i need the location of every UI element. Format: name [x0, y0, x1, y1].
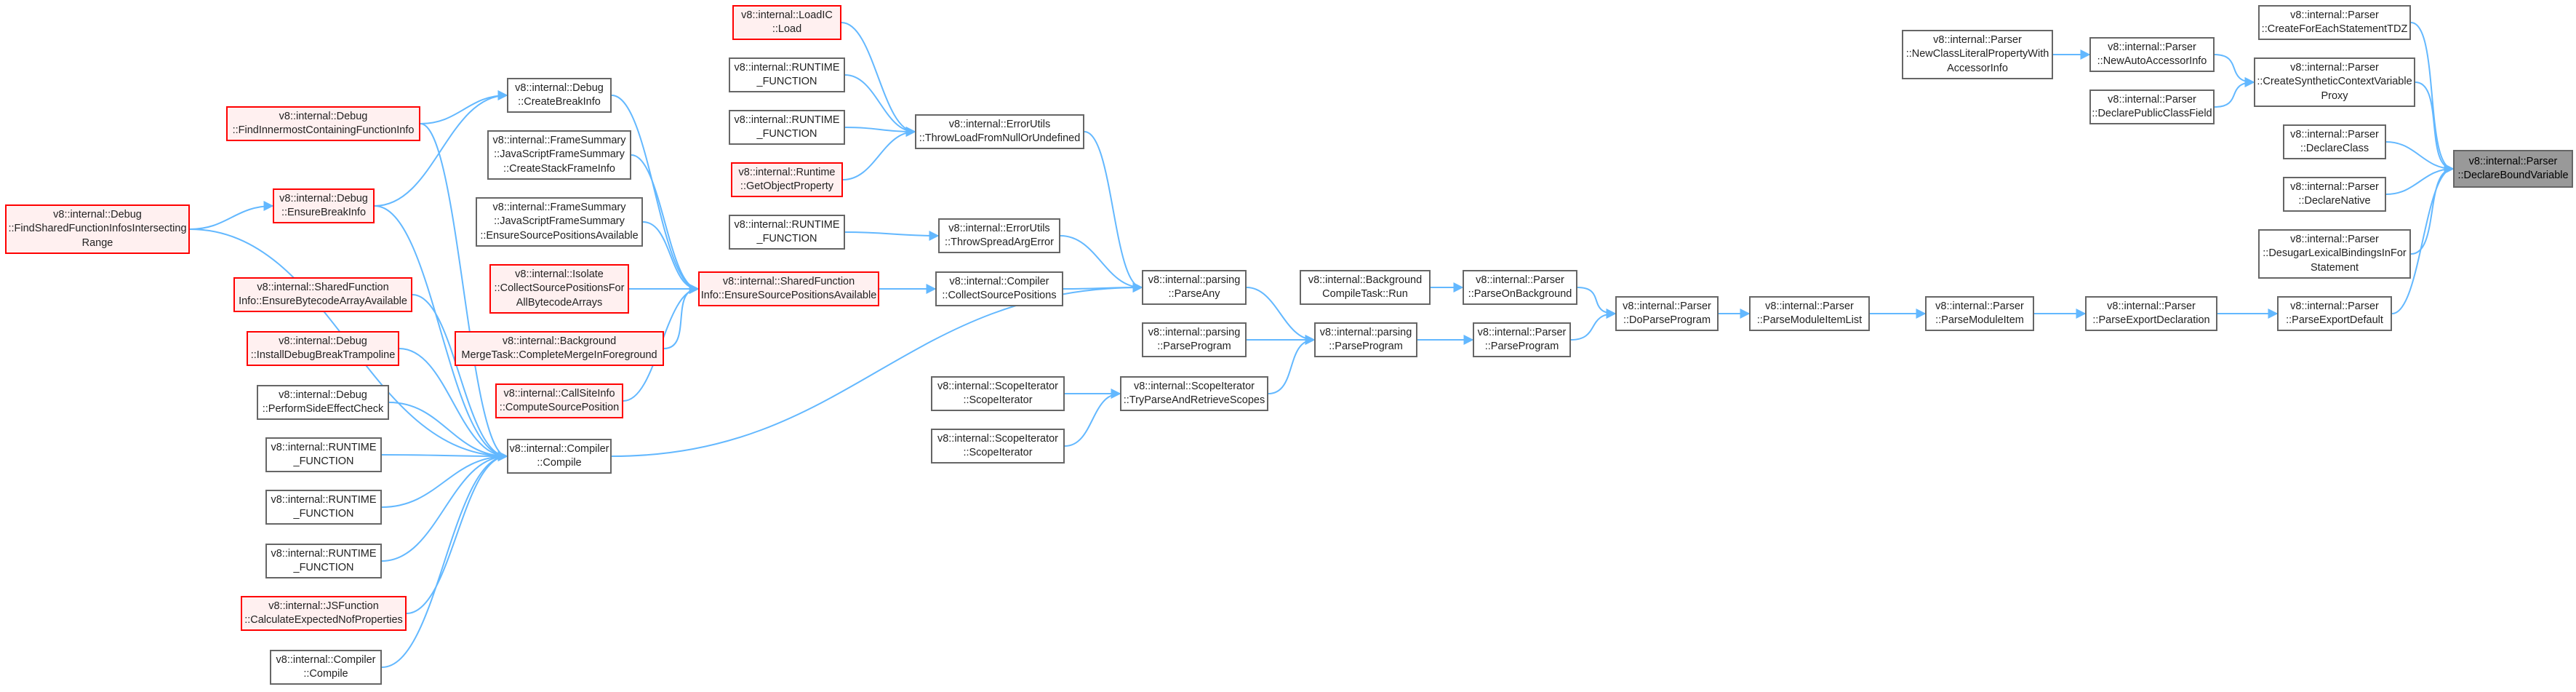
node-background-compile-task-run[interactable]: v8::internal::Background CompileTask::Ru…: [1300, 270, 1431, 305]
edge-ped-to-dbv: [2391, 164, 2455, 314]
node-runtime-function-1[interactable]: v8::internal::RUNTIME _FUNCTION: [729, 57, 845, 92]
node-parser-parse-export-declaration[interactable]: v8::internal::Parser ::ParseExportDeclar…: [2085, 296, 2217, 331]
edge-loadic-to-eutlfnou: [841, 22, 916, 137]
edge-fsjfscsfi-to-sfiesp: [631, 154, 700, 294]
node-parsing-parse-program-secondary[interactable]: v8::internal::parsing ::ParseProgram: [1142, 322, 1247, 357]
edge-si2-to-sitrars: [1064, 389, 1121, 447]
node-error-utils-throw-load-from-null-or-undefined[interactable]: v8::internal::ErrorUtils ::ThrowLoadFrom…: [915, 114, 1084, 149]
node-scope-iterator-ctor-2[interactable]: v8::internal::ScopeIterator ::ScopeItera…: [931, 429, 1065, 464]
edge-cfest-to-dbv: [2410, 22, 2455, 174]
edge-pprog-to-dpp: [1570, 309, 1617, 341]
node-frame-summary-ensure-source-positions-available[interactable]: v8::internal::FrameSummary ::JavaScriptF…: [476, 197, 643, 247]
node-parser-declare-bound-variable[interactable]: v8::internal::Parser ::DeclareBoundVaria…: [2453, 150, 2573, 188]
edge-naai-to-cscvp: [2214, 54, 2255, 87]
node-parser-parse-module-item-list[interactable]: v8::internal::Parser ::ParseModuleItemLi…: [1749, 296, 1870, 331]
node-call-site-info-compute-source-position[interactable]: v8::internal::CallSiteInfo ::ComputeSour…: [495, 383, 623, 418]
edge-eutsae-to-parseany: [1060, 235, 1143, 293]
node-debug-install-debug-break-trampoline[interactable]: v8::internal::Debug ::InstallDebugBreakT…: [247, 331, 399, 366]
edge-rf3-to-eutsae: [844, 230, 940, 241]
edge-sitrars-to-parsingpp: [1268, 335, 1316, 394]
edge-didbt-to-ccompile: [399, 348, 508, 461]
node-compiler-collect-source-positions[interactable]: v8::internal::Compiler ::CollectSourcePo…: [935, 271, 1063, 306]
node-load-ic-load[interactable]: v8::internal::LoadIC ::Load: [732, 5, 841, 40]
node-parser-declare-native[interactable]: v8::internal::Parser ::DeclareNative: [2283, 177, 2386, 212]
node-debug-find-innermost-containing-function-info[interactable]: v8::internal::Debug ::FindInnermostConta…: [226, 106, 420, 141]
node-parser-create-for-each-statement-tdz[interactable]: v8::internal::Parser ::CreateForEachStat…: [2258, 5, 2411, 40]
edge-debi-to-dcbi: [374, 90, 508, 207]
edge-ccompile2-to-ccompile: [381, 451, 508, 668]
edge-debi-to-ccompile: [374, 205, 508, 461]
node-shared-function-info-ensure-source-positions-available[interactable]: v8::internal::SharedFunction Info::Ensur…: [698, 271, 879, 306]
edge-dclass-to-dbv: [2385, 141, 2455, 174]
node-parser-parse-module-item[interactable]: v8::internal::Parser ::ParseModuleItem: [1925, 296, 2034, 331]
edge-jsfcenop-to-ccompile: [406, 451, 508, 614]
edge-pob-to-dpp: [1577, 287, 1617, 319]
node-debug-create-break-info[interactable]: v8::internal::Debug ::CreateBreakInfo: [507, 78, 612, 113]
edge-dpcf-to-cscvp: [2214, 77, 2255, 108]
node-parser-declare-public-class-field[interactable]: v8::internal::Parser ::DeclarePublicClas…: [2089, 90, 2215, 124]
node-debug-perform-side-effect-check[interactable]: v8::internal::Debug ::PerformSideEffectC…: [257, 385, 389, 420]
edge-rf4-to-ccompile: [381, 450, 508, 461]
node-debug-ensure-break-info[interactable]: v8::internal::Debug ::EnsureBreakInfo: [273, 188, 375, 223]
node-parser-new-class-literal-property-with-accessor-info[interactable]: v8::internal::Parser ::NewClassLiteralPr…: [1902, 30, 2053, 79]
node-parsing-parse-program-main[interactable]: v8::internal::parsing ::ParseProgram: [1314, 322, 1417, 357]
edge-eutlfnou-to-parseany: [1084, 131, 1143, 293]
edge-parseany-to-parsingpp: [1246, 287, 1316, 345]
edge-dficfi-to-ccompile: [420, 123, 508, 461]
node-frame-summary-create-stack-frame-info[interactable]: v8::internal::FrameSummary ::JavaScriptF…: [487, 130, 631, 180]
node-runtime-function-2[interactable]: v8::internal::RUNTIME _FUNCTION: [729, 110, 845, 145]
edge-rf6-to-ccompile: [381, 451, 508, 562]
node-compiler-compile-secondary[interactable]: v8::internal::Compiler ::Compile: [270, 650, 382, 685]
node-parser-declare-class[interactable]: v8::internal::Parser ::DeclareClass: [2283, 124, 2386, 159]
edge-dfsfiir-to-debi: [189, 201, 274, 230]
node-runtime-function-4[interactable]: v8::internal::RUNTIME _FUNCTION: [265, 437, 382, 472]
edge-fsjfsespa-to-sfiesp: [642, 221, 700, 294]
node-compiler-compile-main[interactable]: v8::internal::Compiler ::Compile: [507, 439, 612, 474]
node-runtime-function-5[interactable]: v8::internal::RUNTIME _FUNCTION: [265, 490, 382, 525]
node-shared-function-info-ensure-bytecode-array-available[interactable]: v8::internal::SharedFunction Info::Ensur…: [233, 277, 412, 312]
edge-rf1-to-eutlfnou: [844, 74, 916, 137]
node-parser-parse-on-background[interactable]: v8::internal::Parser ::ParseOnBackground: [1463, 270, 1577, 305]
node-runtime-function-3[interactable]: v8::internal::RUNTIME _FUNCTION: [729, 215, 845, 250]
node-parser-create-synthetic-context-variable-proxy[interactable]: v8::internal::Parser ::CreateSyntheticCo…: [2254, 57, 2415, 107]
edge-rgop-to-eutlfnou: [842, 127, 916, 180]
node-parser-parse-program[interactable]: v8::internal::Parser ::ParseProgram: [1473, 322, 1571, 357]
node-scope-iterator-ctor-1[interactable]: v8::internal::ScopeIterator ::ScopeItera…: [931, 376, 1065, 411]
node-js-function-calculate-expected-nof-properties[interactable]: v8::internal::JSFunction ::CalculateExpe…: [241, 596, 407, 631]
edge-dpsec-to-ccompile: [388, 402, 508, 461]
node-runtime-function-6[interactable]: v8::internal::RUNTIME _FUNCTION: [265, 544, 382, 578]
node-isolate-collect-source-positions-for-all-bytecode-arrays[interactable]: v8::internal::Isolate ::CollectSourcePos…: [489, 264, 629, 314]
node-scope-iterator-try-parse-and-retrieve-scopes[interactable]: v8::internal::ScopeIterator ::TryParseAn…: [1120, 376, 1268, 411]
node-parser-do-parse-program[interactable]: v8::internal::Parser ::DoParseProgram: [1615, 296, 1719, 331]
node-debug-find-shared-function-infos-intersecting-range[interactable]: v8::internal::Debug ::FindSharedFunction…: [5, 204, 190, 254]
node-parser-desugar-lexical-bindings-in-for-statement[interactable]: v8::internal::Parser ::DesugarLexicalBin…: [2258, 229, 2411, 279]
node-parser-parse-export-default[interactable]: v8::internal::Parser ::ParseExportDefaul…: [2277, 296, 2392, 331]
edge-bmtcmif-to-sfiesp: [663, 284, 700, 349]
edge-rf5-to-ccompile: [381, 451, 508, 508]
edge-dcbi-to-sfiesp: [611, 95, 700, 294]
edge-dlbifs-to-dbv: [2410, 164, 2455, 255]
node-background-merge-task-complete-merge-in-foreground[interactable]: v8::internal::Background MergeTask::Comp…: [455, 331, 664, 366]
node-parsing-parse-any[interactable]: v8::internal::parsing ::ParseAny: [1142, 270, 1247, 305]
node-parser-new-auto-accessor-info[interactable]: v8::internal::Parser ::NewAutoAccessorIn…: [2089, 37, 2215, 72]
edge-sfiebaa-to-ccompile: [412, 294, 508, 461]
node-error-utils-throw-spread-arg-error[interactable]: v8::internal::ErrorUtils ::ThrowSpreadAr…: [938, 218, 1060, 253]
node-runtime-get-object-property[interactable]: v8::internal::Runtime ::GetObjectPropert…: [731, 162, 843, 197]
